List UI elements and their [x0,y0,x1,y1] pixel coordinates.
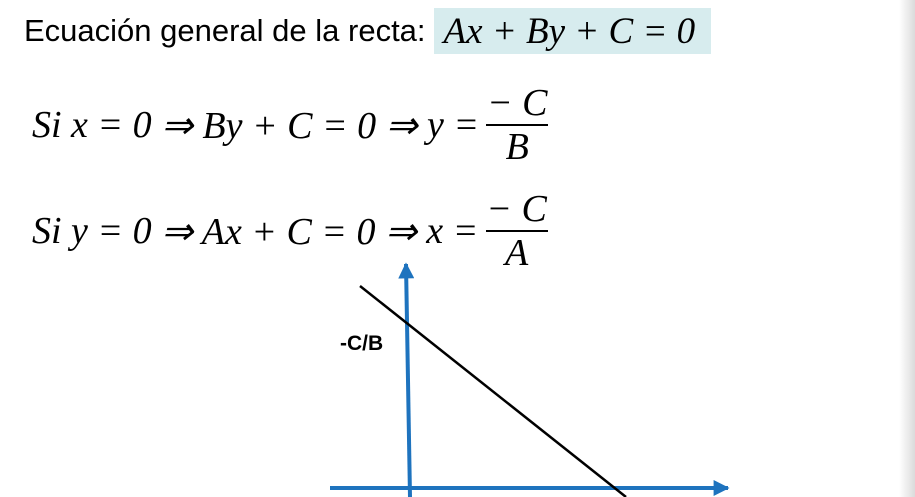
derivation-result-var: y = [426,104,479,146]
heading-label: Ecuación general de la recta: [24,13,426,48]
y-intercept-label: -C/B [340,332,384,355]
derivation-row-y0: Si y = 0 ⇒ Ax + C = 0 ⇒ x = − C A [32,188,549,274]
heading-row: Ecuación general de la recta: Ax + By + … [24,8,712,54]
derivation-condition: Si y = 0 [32,210,152,252]
fraction-bar [486,124,549,126]
fraction-numerator: − C [486,82,548,124]
fraction-denominator: A [504,232,529,274]
derivation-step: ⇒ Ax + C = 0 ⇒ [161,210,417,253]
fraction-denominator: B [505,126,529,168]
y-axis [398,262,415,497]
fraction: − C A [484,188,549,274]
general-equation-box: Ax + By + C = 0 [433,8,712,54]
slide-edge-shadow [899,0,915,497]
derivation-result-var: x = [426,210,479,252]
fraction-numerator: − C [486,188,547,230]
derivation-condition: Si x = 0 [32,104,152,146]
fraction: − C B [485,82,550,168]
derivation-row-x0: Si x = 0 ⇒ By + C = 0 ⇒ y = − C B [32,82,549,168]
graph-line [359,285,627,497]
derivation-step: ⇒ By + C = 0 ⇒ [161,104,418,147]
fraction-bar [485,230,548,232]
